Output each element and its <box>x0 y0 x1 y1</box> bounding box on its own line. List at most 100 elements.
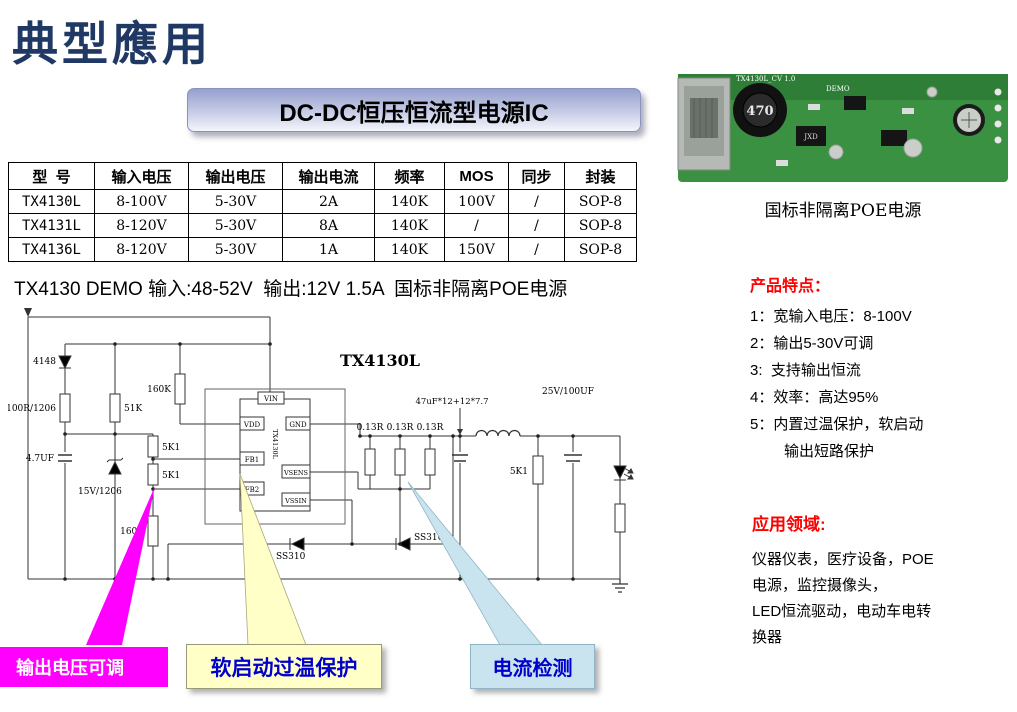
label-160k-bot: 160K <box>120 527 144 537</box>
col-header-iout: 输出电流 <box>282 162 375 190</box>
inductor-toroid: 470 <box>733 83 787 137</box>
led <box>613 465 627 480</box>
cell-vin: 8-120V <box>94 237 189 262</box>
cell-vout: 5-30V <box>188 189 283 214</box>
ic-marking: JXD <box>803 133 818 141</box>
page-title: 典型應用 <box>12 18 212 70</box>
beam-current-sense <box>407 481 543 645</box>
zener-15v <box>108 460 122 475</box>
cell-vout: 5-30V <box>188 213 283 238</box>
section-banner: DC-DC恒压恒流型电源IC <box>187 88 641 132</box>
pin-vssin: VSSIN <box>284 497 307 505</box>
application-line: 电源，监控摄像头， <box>752 577 888 594</box>
cap-bank-arrowhead <box>457 429 463 435</box>
chip-inner-label: TX4130L <box>271 429 279 460</box>
component-labels: 4148 100R/1206 4.7UF 51K 15V/1206 160K 5… <box>8 357 594 562</box>
callout-output-adjust: 输出电压可调 <box>0 647 168 687</box>
electrolytic-cap <box>953 104 985 136</box>
diode-4148 <box>58 355 72 370</box>
label-rs1: 0.13R <box>357 423 384 433</box>
diodes <box>58 355 634 551</box>
feature-item-continuation: 输出短路保护 <box>784 443 875 460</box>
features-title: 产品特点： <box>750 278 831 295</box>
label-ss310-b: SS310 <box>414 533 444 543</box>
callout-soft-start: 软启动过温保护 <box>186 644 382 689</box>
cell-model: TX4131L <box>8 213 95 238</box>
smd-ics: JXD <box>776 96 914 166</box>
resistors <box>59 373 626 547</box>
label-15v: 15V/1206 <box>78 487 122 497</box>
product-features: 产品特点： 1：宽输入电压：8-100V 2：输出5-30V可调 3: 支持输出… <box>750 272 1014 465</box>
pcb-photo: 470 JXD TX4130L_CV 1.0 DEMO <box>677 74 1008 182</box>
beam-output-adjust <box>86 486 155 645</box>
pin-fb2: FB2 <box>245 486 259 494</box>
table-header-row: 型 号 输入电压 输出电压 输出电流 频率 MOS 同步 封装 <box>8 162 637 190</box>
cell-vout: 5-30V <box>188 237 283 262</box>
callout-current-sense-label: 电流检测 <box>492 658 573 680</box>
cell-mos: 100V <box>444 189 509 214</box>
col-header-model: 型 号 <box>8 162 95 190</box>
label-160k-top: 160K <box>147 385 171 395</box>
cell-freq: 140K <box>374 213 445 238</box>
rj45-jack <box>677 77 731 171</box>
photo-caption: 国标非隔离POE电源 <box>764 201 922 221</box>
col-header-mos: MOS <box>444 162 509 190</box>
circuit-schematic: VIN VDD FB1 FB2 GND VSENS VSSIN TX4130L … <box>8 308 634 645</box>
junction-dots <box>63 342 575 581</box>
pin-fb1: FB1 <box>245 456 259 464</box>
demo-caption: TX4130 DEMO 输入:48-52V 输出:12V 1.5A 国标非隔离P… <box>14 279 568 300</box>
label-4148: 4148 <box>33 357 56 367</box>
label-5k1-out: 5K1 <box>510 467 528 477</box>
led-holes <box>994 88 1002 144</box>
capacitors <box>58 452 582 463</box>
pin-gnd: GND <box>289 421 307 429</box>
feature-item: 4：效率：高达95% <box>750 389 879 406</box>
beam-soft-start <box>239 473 307 645</box>
inductor <box>475 429 521 437</box>
cell-vin: 8-120V <box>94 213 189 238</box>
cell-iout: 1A <box>282 237 375 262</box>
label-4u7: 4.7UF <box>26 454 54 464</box>
label-5k1-b: 5K1 <box>162 471 180 481</box>
label-51k: 51K <box>124 404 142 414</box>
label-100r: 100R/1206 <box>8 404 56 414</box>
cell-iout: 2A <box>282 189 375 214</box>
pin-vin: VIN <box>263 395 278 403</box>
chip-title: TX4130L <box>340 351 420 370</box>
feature-item: 5：内置过温保护，软启动 <box>750 416 924 433</box>
cell-freq: 140K <box>374 237 445 262</box>
table-row: TX4131L 8-120V 5-30V 8A 140K / / SOP-8 <box>8 213 637 238</box>
solder-pads <box>828 86 938 160</box>
table-row: TX4136L 8-120V 5-30V 1A 140K 150V / SOP-… <box>8 237 637 262</box>
col-header-freq: 频率 <box>374 162 445 190</box>
cell-sync: / <box>508 237 565 262</box>
ground-icon <box>612 579 628 593</box>
cell-sync: / <box>508 189 565 214</box>
feature-item: 1：宽输入电压：8-100V <box>750 308 912 325</box>
pin-vdd: VDD <box>243 421 261 429</box>
feature-item: 2：输出5-30V可调 <box>750 335 874 352</box>
label-cap-out: 25V/100UF <box>542 387 594 397</box>
label-cap-bank: 47uF*12+12*7.7 <box>416 397 489 407</box>
label-5k1-a: 5K1 <box>162 443 180 453</box>
cell-package: SOP-8 <box>564 213 637 238</box>
cell-sync: / <box>508 213 565 238</box>
cell-mos: 150V <box>444 237 509 262</box>
application-line: 换器 <box>752 629 783 646</box>
diode-ss310-b <box>396 537 411 551</box>
label-rs2: 0.13R <box>387 423 414 433</box>
diode-ss310-a <box>290 537 305 551</box>
pin-vsens: VSENS <box>283 469 308 477</box>
schematic-wires <box>27 316 621 580</box>
cell-package: SOP-8 <box>564 237 637 262</box>
cell-vin: 8-100V <box>94 189 189 214</box>
callout-output-adjust-label: 输出电压可调 <box>16 658 124 678</box>
col-header-sync: 同步 <box>508 162 565 190</box>
application-line: LED恒流驱动，电动车电转 <box>752 603 932 620</box>
callout-current-sense: 电流检测 <box>470 644 595 689</box>
applications-title: 应用领域: <box>752 515 826 534</box>
pcb-silkscreen-demo: DEMO <box>826 85 850 93</box>
cell-model: TX4130L <box>8 189 95 214</box>
feature-item: 3: 支持输出恒流 <box>750 362 861 379</box>
